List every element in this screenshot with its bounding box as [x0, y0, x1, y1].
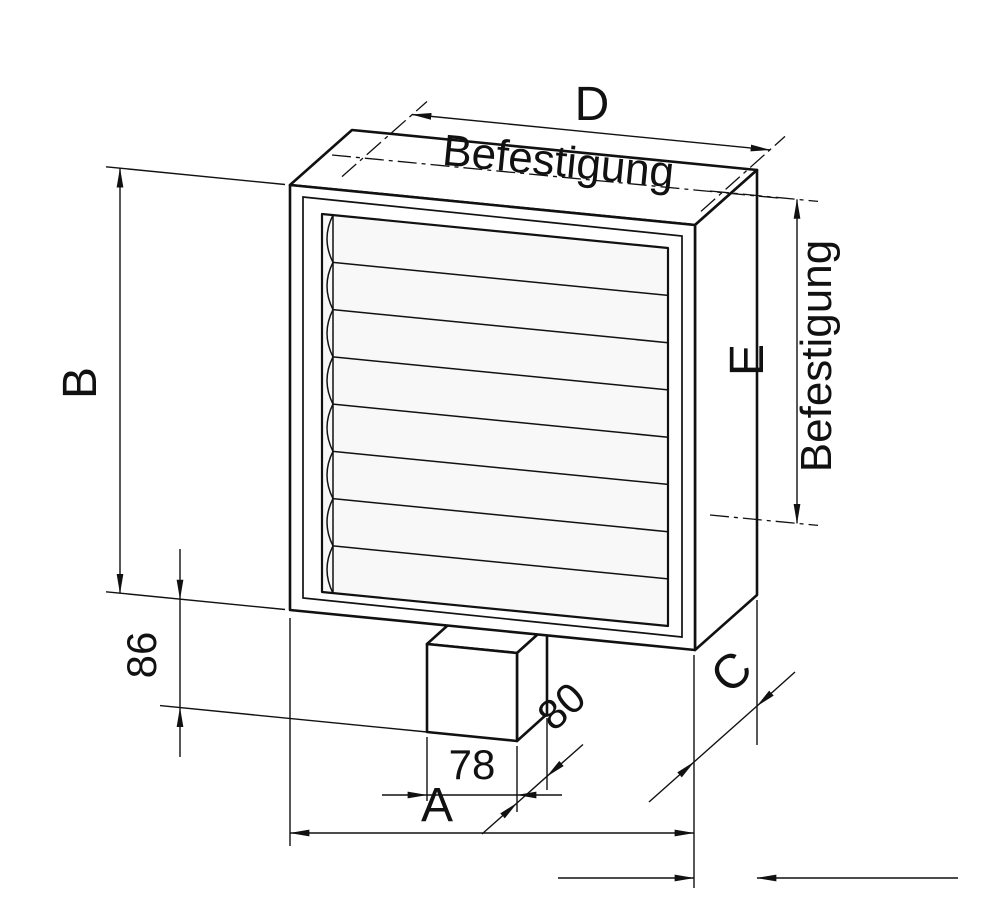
- dim-d-extension-left: [341, 101, 428, 178]
- dim-label-e: E: [721, 344, 774, 376]
- dim-b-extension-top: [105, 166, 286, 186]
- dimension-e: E Befestigung: [709, 190, 841, 527]
- dim-label-78: 78: [449, 741, 496, 788]
- dim-d-extension-right: [700, 135, 786, 212]
- dim-80-arrow-front: [481, 802, 518, 835]
- dim-label-86: 86: [118, 632, 165, 679]
- duct-spigot: [425, 615, 549, 743]
- frame-right-face: [693, 168, 759, 652]
- dim-c-line: [693, 705, 758, 763]
- mounting-centerline-top: [331, 154, 779, 199]
- spigot-front-face: [425, 642, 519, 743]
- dimension-b: B: [54, 166, 286, 611]
- dim-label-b: B: [54, 367, 107, 399]
- dim-d-line: [411, 113, 771, 152]
- dimension-78: 78: [382, 737, 562, 812]
- befestigung-label-right: Befestigung: [792, 240, 841, 472]
- dim-b-extension-bottom: [105, 591, 286, 611]
- dim-86-extension-bottom: [159, 704, 428, 733]
- dim-80-line: [516, 775, 548, 804]
- louver-slats: [326, 214, 669, 594]
- dim-c-arrow-back: [756, 671, 796, 707]
- dimension-86: 86: [118, 549, 428, 757]
- dim-80-arrow-back: [546, 743, 584, 777]
- dim-c-arrow-front: [648, 761, 695, 803]
- dim-label-c: C: [701, 641, 762, 704]
- grille-frame: [288, 128, 759, 652]
- dim-label-d: D: [575, 78, 610, 131]
- louver-profile-arc: [326, 214, 334, 263]
